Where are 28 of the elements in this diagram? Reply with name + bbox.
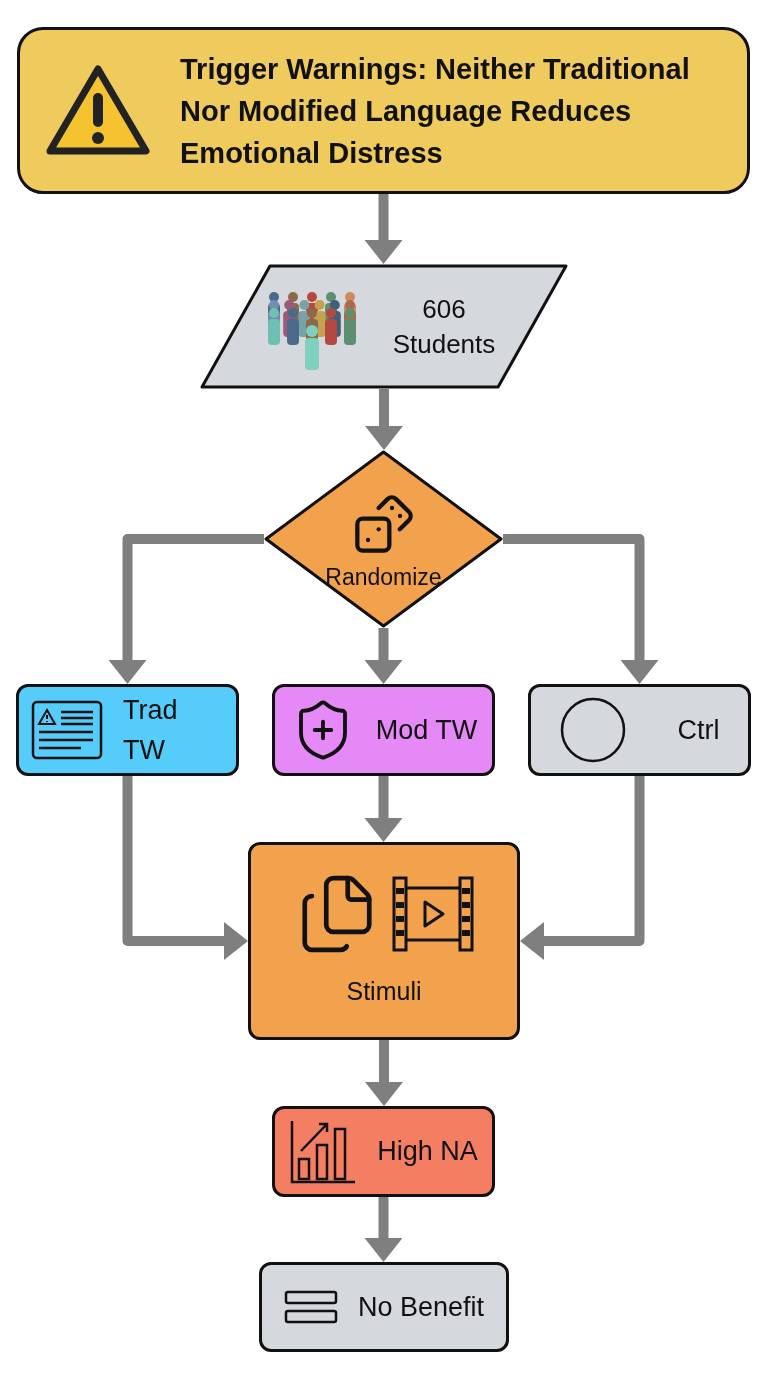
process-box — [248, 842, 520, 1040]
process-box — [528, 684, 751, 776]
arrow — [364, 1197, 403, 1262]
node-label: Stimuli — [346, 976, 422, 1008]
node-label: Randomize — [325, 562, 442, 592]
node-label: No Benefit — [357, 1290, 485, 1324]
node-label: Trad TW — [123, 693, 179, 767]
arrow — [364, 194, 403, 264]
node-label: High NA — [377, 1135, 478, 1169]
result-box — [272, 1106, 495, 1197]
arrow — [108, 534, 264, 684]
arrow — [122, 776, 248, 960]
process-box — [16, 684, 239, 776]
process-box — [272, 684, 495, 776]
arrow — [364, 628, 403, 684]
node-label: Mod TW — [375, 713, 478, 747]
node-label: Ctrl — [677, 713, 720, 747]
input-parallelogram — [200, 264, 568, 389]
arrow — [520, 776, 645, 960]
conclusion-box — [259, 1262, 509, 1352]
node-label: Trigger Warnings: Neither Traditional Nor Modified Language Reduces Emotional Distress — [180, 51, 691, 171]
node-label: 606 Students — [391, 292, 497, 361]
arrow — [365, 389, 403, 450]
decision-diamond — [264, 450, 503, 628]
title-banner — [17, 27, 750, 194]
arrow — [365, 1040, 403, 1106]
arrow — [503, 534, 659, 684]
arrow — [364, 776, 403, 842]
